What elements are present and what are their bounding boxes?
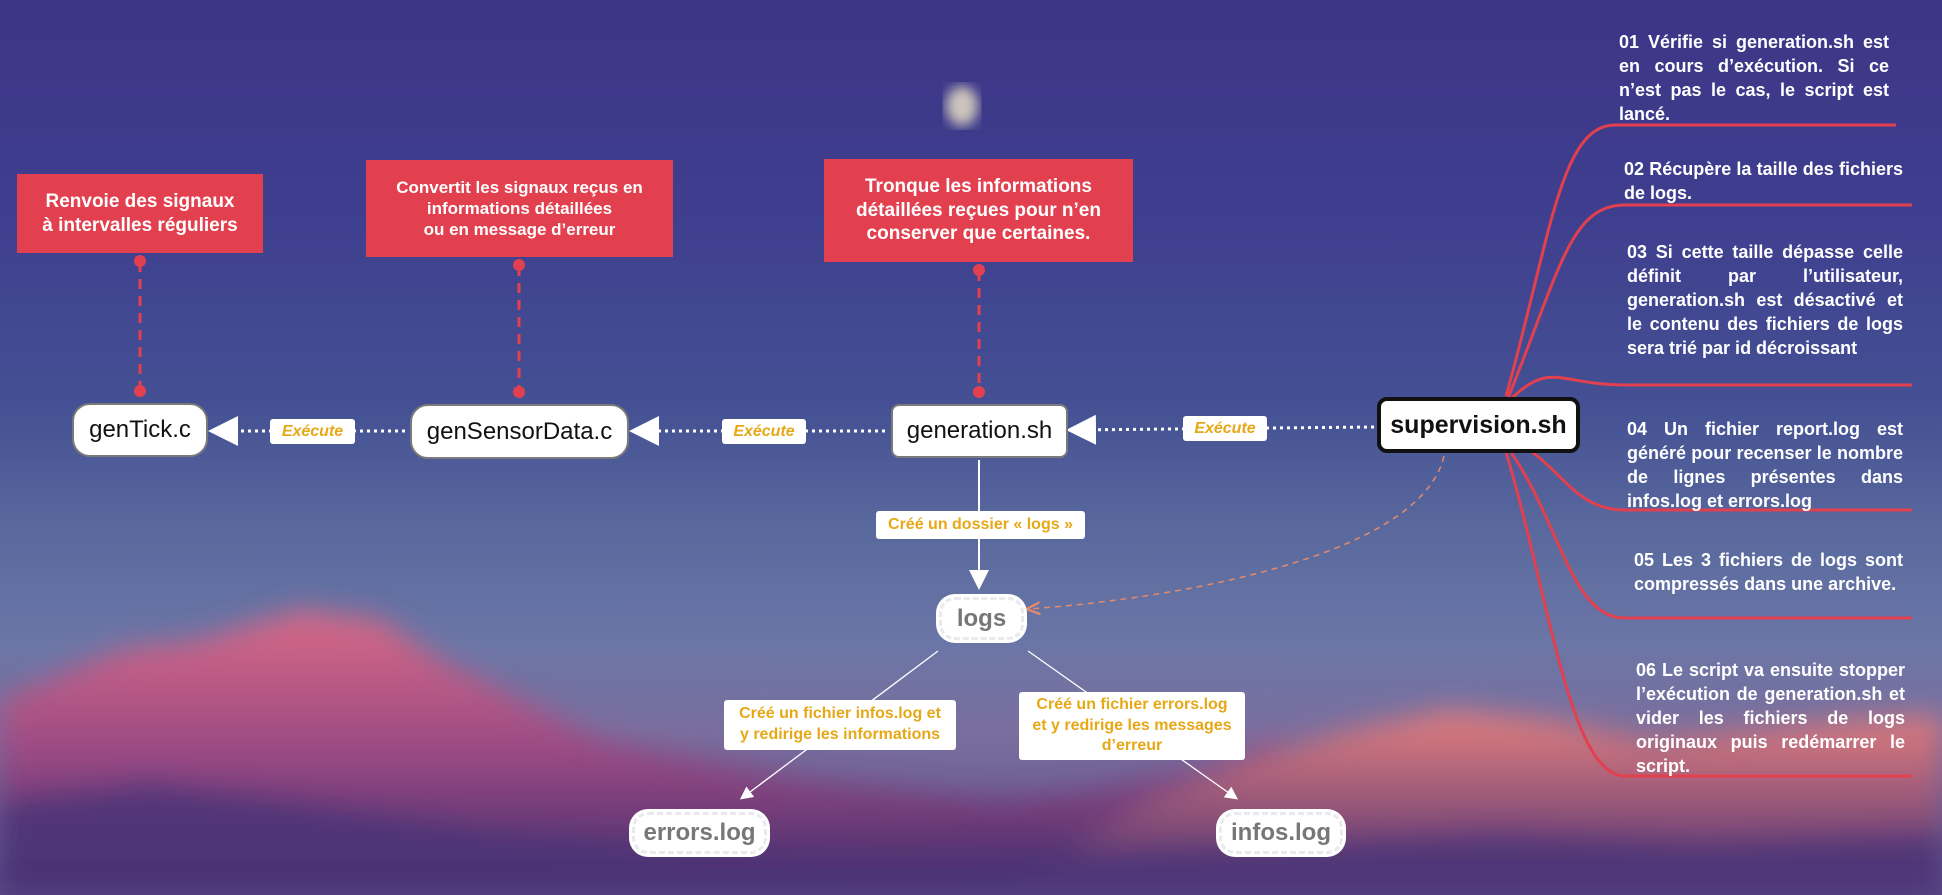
logs-folder-node[interactable]: logs bbox=[939, 597, 1024, 640]
infos-log-node[interactable]: infos.log bbox=[1219, 812, 1343, 854]
step-curve-02 bbox=[1506, 203, 1912, 399]
step-curve-01 bbox=[1504, 123, 1896, 397]
execute-tag-2: Exécute bbox=[722, 419, 806, 444]
create-logs-label: Créé un dossier « logs » bbox=[876, 511, 1085, 539]
gensensordata-node[interactable]: genSensorData.c bbox=[410, 404, 629, 459]
step-curve-06 bbox=[1504, 451, 1912, 778]
execute-tag-1: Exécute bbox=[270, 419, 355, 444]
step-01: 01 Vérifie si generation.sh est en cours… bbox=[1619, 32, 1889, 124]
generation-description: Tronque les informations détaillées reçu… bbox=[824, 159, 1133, 262]
exec-arrow-3 bbox=[1066, 414, 1375, 445]
create-infos-label: Créé un fichier infos.log et y redirige … bbox=[724, 700, 956, 750]
generation-node[interactable]: generation.sh bbox=[891, 404, 1068, 458]
supervision-node[interactable]: supervision.sh bbox=[1377, 397, 1580, 453]
step-04: 04 Un fichier report.log est généré pour… bbox=[1627, 419, 1903, 511]
create-errors-label: Créé un fichier errors.log et y redirige… bbox=[1019, 692, 1245, 760]
step-03: 03 Si cette taille dépasse celle définit… bbox=[1627, 242, 1903, 358]
step-curve-05 bbox=[1506, 447, 1912, 620]
step-curve-03 bbox=[1508, 375, 1912, 402]
gensensordata-description: Convertit les signaux reçus en informati… bbox=[366, 160, 673, 257]
execute-tag-3: Exécute bbox=[1183, 416, 1267, 441]
step-02: 02 Récupère la taille des fichiers de lo… bbox=[1624, 159, 1903, 203]
errors-log-node[interactable]: errors.log bbox=[632, 812, 767, 854]
step-06: 06 Le script va ensuite stopper l’exécut… bbox=[1636, 660, 1905, 776]
gentick-node[interactable]: genTick.c bbox=[72, 403, 208, 457]
supervision-logs-curve bbox=[1028, 455, 1445, 609]
step-05: 05 Les 3 fichiers de logs sont compressé… bbox=[1634, 550, 1903, 594]
gentick-description: Renvoie des signaux à intervalles réguli… bbox=[17, 174, 263, 253]
